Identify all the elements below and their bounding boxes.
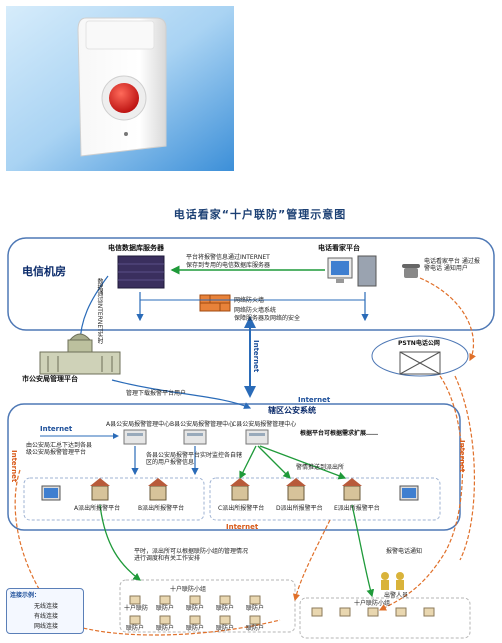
firewall-label-3: 保障服务器及网络的安全 [234, 315, 301, 322]
district-server-b-icon [183, 429, 207, 445]
house-label-9: 联防户 [246, 625, 265, 632]
district-label: 辖区公安系统 [268, 406, 316, 415]
pstn-label: PSTN电话公网 [398, 340, 440, 347]
ten-house-label-right: 十户联防小组 [354, 600, 391, 607]
house-label-0: 十户联防 [124, 605, 149, 612]
telecom-server-label: 电信数据库服务器 [108, 244, 164, 252]
firewall-label-2: 网络防火墙系统 [234, 307, 277, 314]
station-a-label: A派出所报警平台 [74, 505, 121, 512]
telecom-server-icon [117, 255, 165, 289]
legend-item-wireless: 无线连接 [34, 603, 59, 610]
platform-label: 电话看家平台 [318, 244, 360, 252]
telephone-icon [402, 264, 420, 278]
house-label-2: 联防户 [186, 605, 205, 612]
legend-item-wired: 有线连接 [34, 613, 59, 620]
station-d-label: D派出所报警平台 [276, 505, 323, 512]
station-c-icon [230, 478, 250, 501]
platform-note: 电话看家平台 通过报警电话 通知用户 [424, 258, 480, 272]
legend-box [6, 588, 84, 634]
station-pc-right-icon [399, 485, 419, 501]
ten-house-group-right [299, 597, 471, 639]
platform-computer-icon [327, 255, 377, 287]
city-police-building-icon [39, 333, 121, 375]
station-group-right [209, 477, 441, 521]
ten-house-group-left [119, 579, 296, 633]
district-left-note: 由公安局汇总下达到各县级公安局报警管理平台 [26, 442, 93, 456]
internet-label-left-vertical: Internet [10, 450, 18, 483]
legend-item-network: 网线连接 [34, 623, 59, 630]
district-server-a-label: A县公安局报警管理中心 [106, 421, 171, 428]
district-frame [7, 403, 461, 531]
station-d-icon [286, 478, 306, 501]
station-pc-left-icon [41, 485, 61, 501]
internet-label-district: Internet [298, 396, 331, 404]
district-server-c-label: C县公安局报警管理中心 [232, 421, 297, 428]
district-center-note: 各县公安局报警平台实时监控各自辖区的用户报警信息 [146, 452, 243, 466]
house-label-1: 联防户 [156, 605, 175, 612]
station-b-label: B派出所报警平台 [138, 505, 185, 512]
diagram-title: 电话看家“十户联防”管理示意图 [173, 208, 347, 221]
station-c-label: C派出所报警平台 [218, 505, 265, 512]
internet-label-right-vertical: Internet [458, 440, 466, 473]
house-label-5: 联防户 [126, 625, 145, 632]
product-photo [6, 6, 234, 171]
firewall-label-1: 网络防火墙 [234, 297, 265, 304]
legend-title: 连接示例： [10, 592, 41, 599]
district-server-b-label: B县公安局报警管理中心 [170, 421, 235, 428]
internet-label-left: Internet [40, 425, 73, 433]
house-row-right [311, 607, 435, 617]
house-row-left [129, 595, 261, 625]
house-label-7: 联防户 [186, 625, 205, 632]
pstn-cloud [371, 335, 469, 377]
firewall-icon [199, 294, 231, 312]
station-group-left [23, 477, 205, 521]
expand-note: 根据平台可根据需求扩展…… [300, 430, 379, 437]
link-label: 数据通过INTERNET实时传输到市公安局管理平台 [96, 278, 103, 344]
alarm-push-note: 警情推送到派出所 [296, 464, 345, 471]
station-a-icon [90, 478, 110, 501]
responder-icon [381, 572, 404, 590]
internet-label-center: Internet [252, 340, 260, 373]
station-e-label: E派出所报警平台 [334, 505, 380, 512]
sync-note-1: 平台将报警信息通过INTERNET [186, 254, 270, 261]
city-police-label: 市公安局管理平台 [22, 375, 78, 383]
station-e-icon [342, 478, 362, 501]
ten-house-label-left: 十户联防小组 [170, 586, 207, 593]
house-label-4: 联防户 [246, 605, 265, 612]
internet-label-bottom: Internet [226, 523, 259, 531]
telecom-room-label: 电信机房 [22, 265, 66, 278]
house-label-8: 联防户 [216, 625, 235, 632]
station-b-icon [148, 478, 168, 501]
house-label-6: 联防户 [156, 625, 175, 632]
bottom-left-note: 平时，派出所可以根据联防小组的管理情况进行调度和有关工作安排 [134, 548, 249, 562]
alarm-call-label: 报警电话通知 [386, 548, 423, 555]
house-label-3: 联防户 [216, 605, 235, 612]
district-server-a-icon [123, 429, 147, 445]
district-server-c-icon [245, 429, 269, 445]
sync-note-2: 保存到专用的电信数据库服务器 [186, 262, 271, 269]
download-note: 管理下载报警平台用户 [126, 390, 187, 397]
responder-label: 出警人员 [384, 592, 409, 599]
